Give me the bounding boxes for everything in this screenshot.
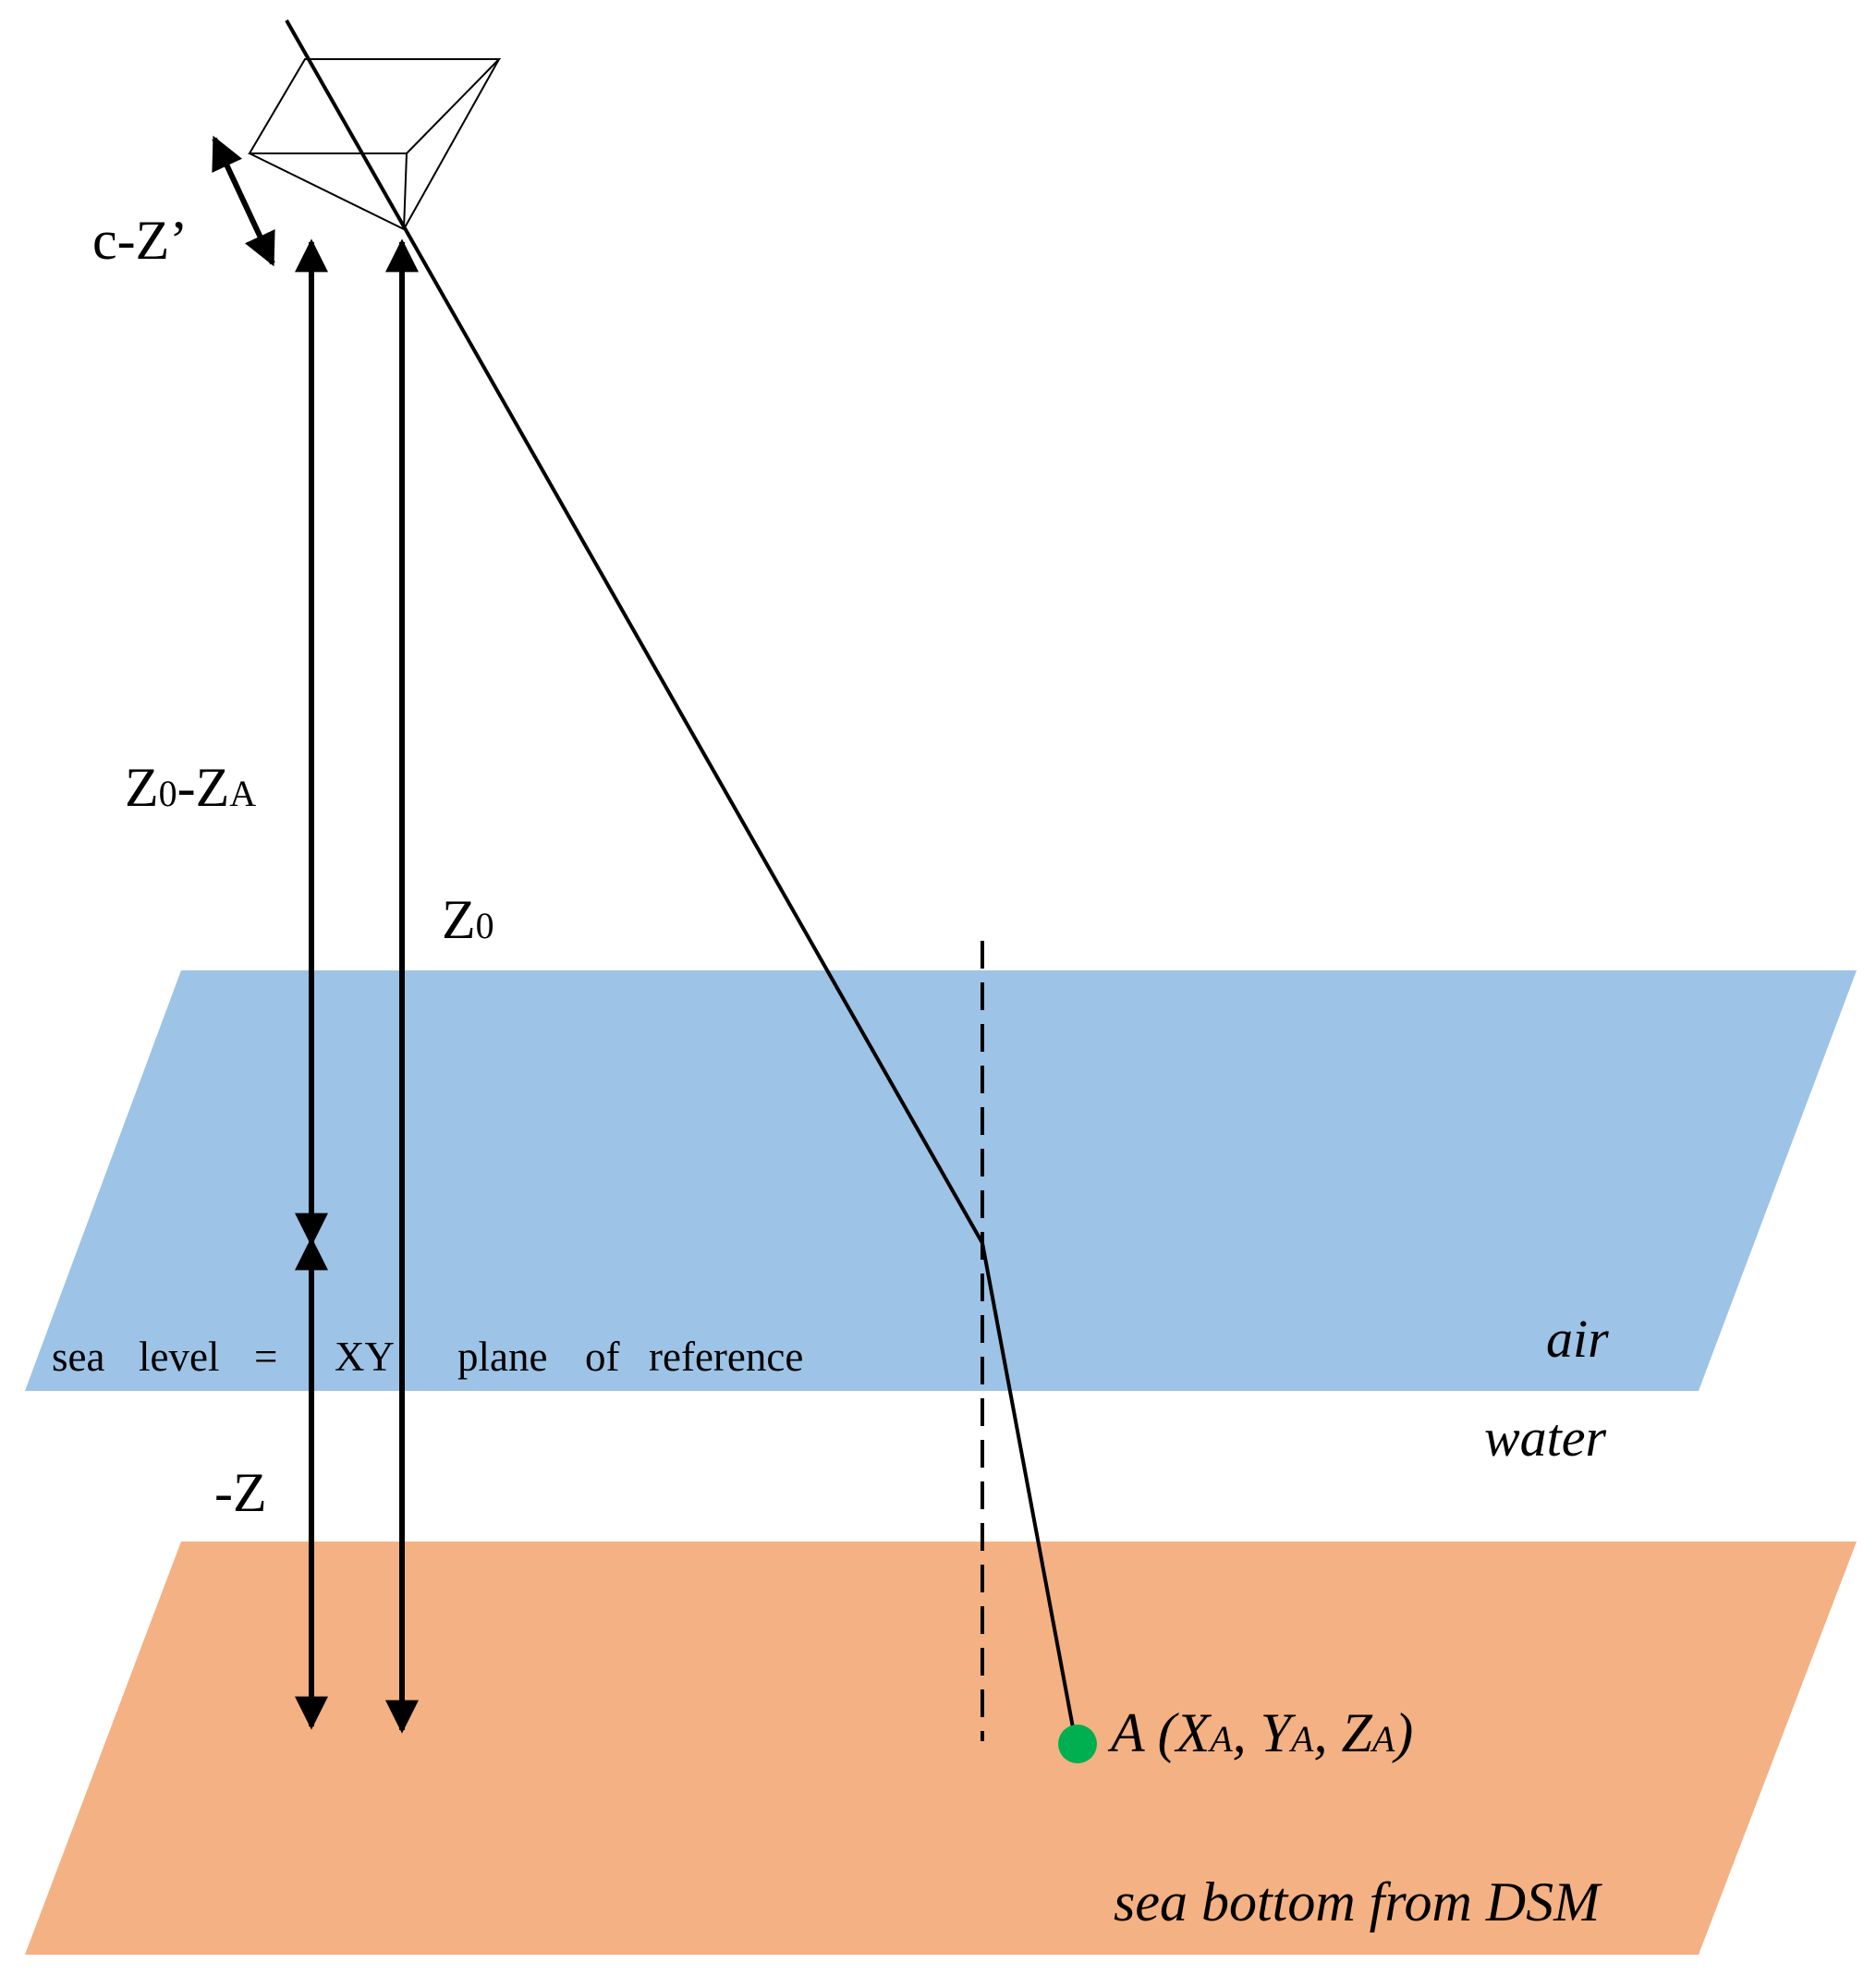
sea-bottom-plane [25, 1542, 1857, 1955]
ray-in-water [981, 1242, 1077, 1738]
point-a-marker [1058, 1725, 1097, 1763]
label-air: air [1546, 1309, 1609, 1369]
camera-icon [248, 58, 502, 230]
label-c-minus-z-prime: c-Z’ [92, 210, 188, 271]
c-z-prime-arrow [212, 135, 275, 267]
label-z0-minus-za: Z0-ZA [125, 757, 256, 818]
sea-level-plane [25, 970, 1857, 1391]
ray-in-air [285, 19, 984, 1244]
label-minus-z: -Z [214, 1462, 267, 1523]
label-water: water [1484, 1408, 1607, 1468]
label-sea-bottom: sea bottom from DSM [1114, 1871, 1602, 1932]
label-point-a: A (XA, YA, ZA) [1107, 1702, 1413, 1763]
label-z0: Z0 [442, 889, 494, 950]
label-sea-level: sea level = XY plane of reference [52, 1334, 803, 1380]
